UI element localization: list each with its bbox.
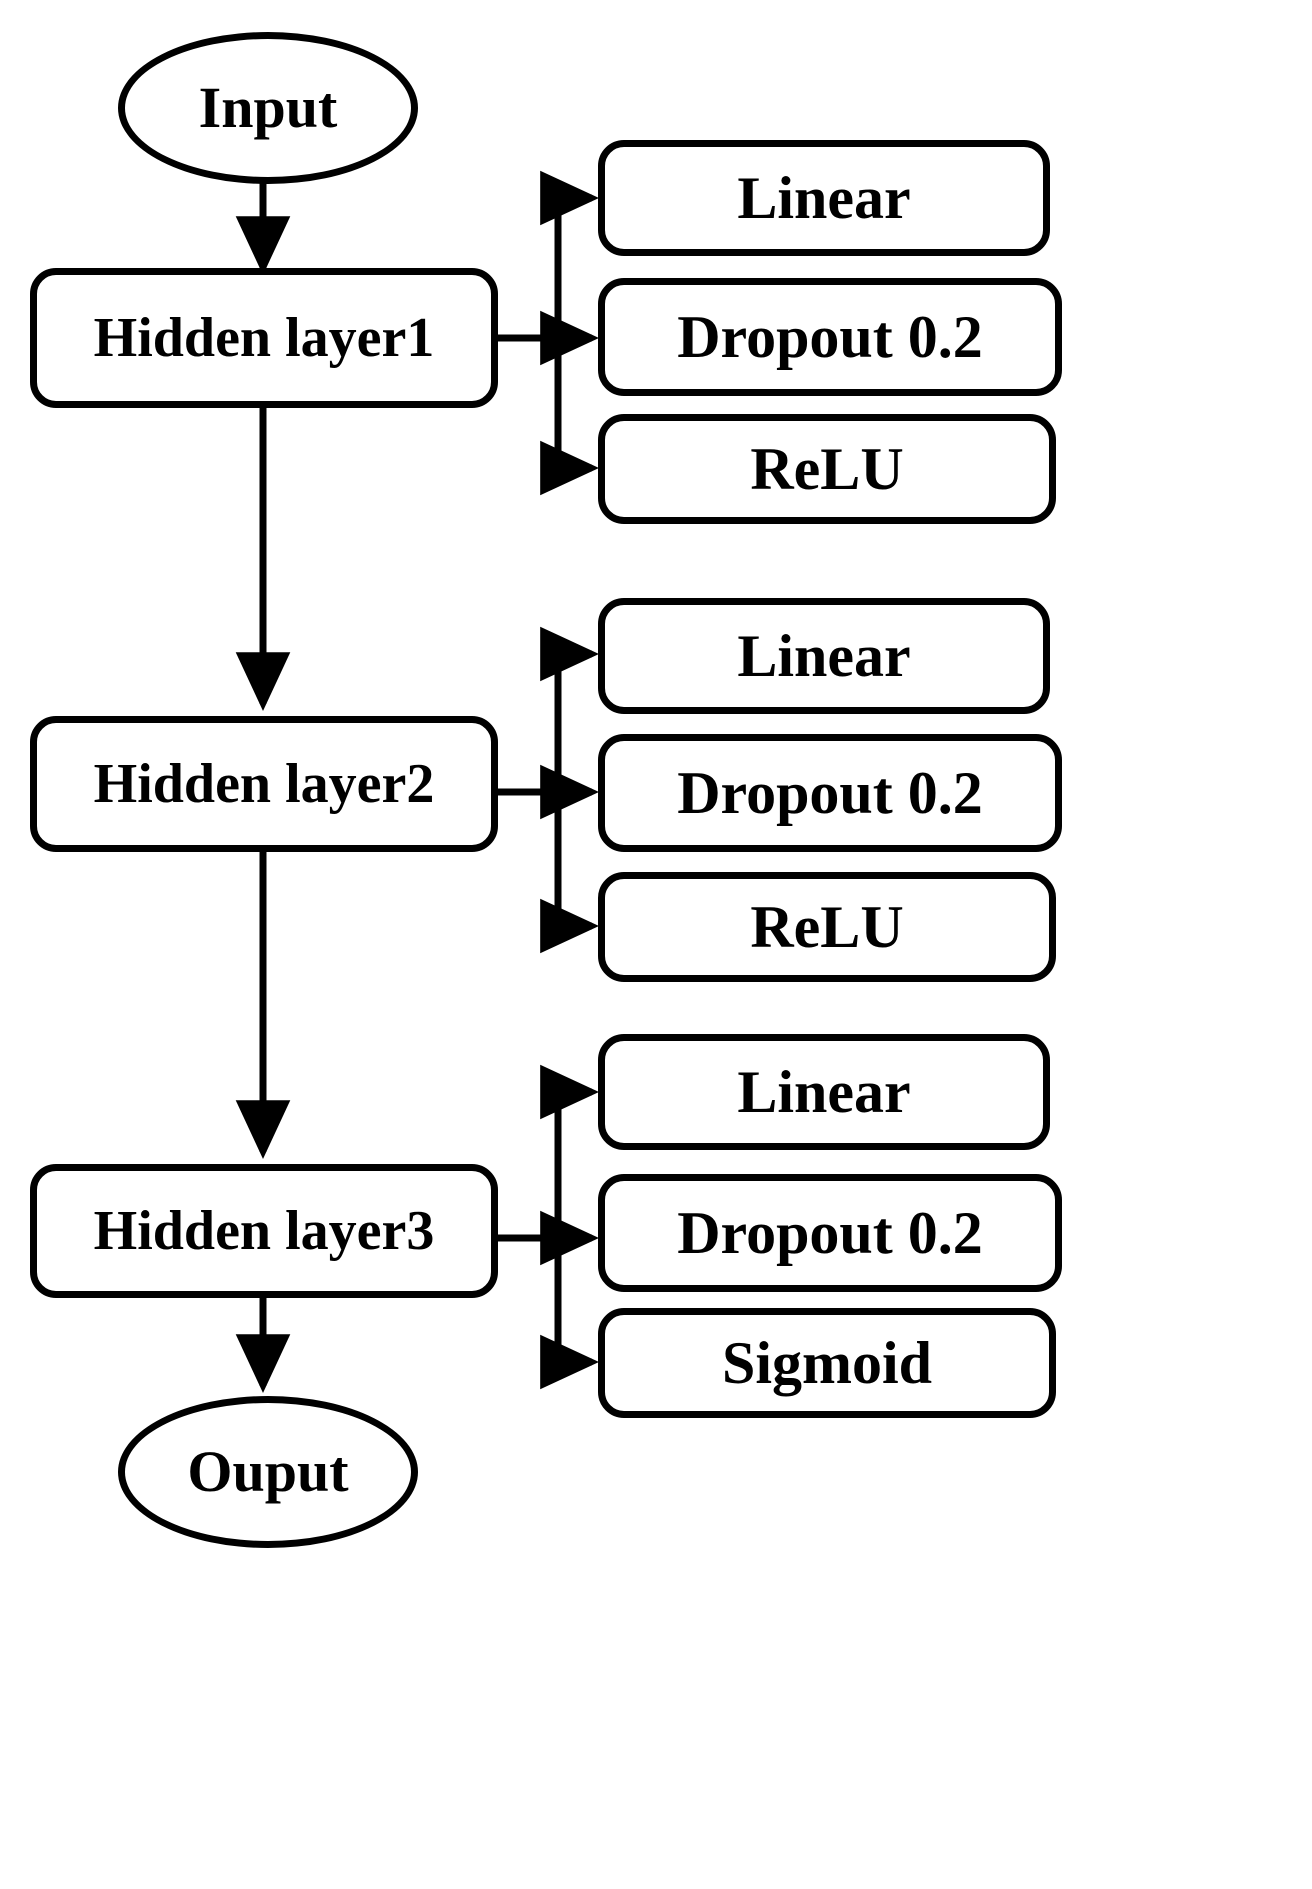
node-hidden-layer-3[interactable]: Hidden layer3 xyxy=(30,1164,498,1298)
node-input[interactable]: Input xyxy=(118,32,418,184)
block-label: ReLU xyxy=(750,893,904,960)
block-label: Dropout 0.2 xyxy=(677,303,983,370)
block-label: Linear xyxy=(737,622,911,689)
node-output[interactable]: Ouput xyxy=(118,1396,418,1548)
block-hidden2-linear[interactable]: Linear xyxy=(598,598,1050,714)
node-hidden-layer-3-label: Hidden layer3 xyxy=(93,1199,435,1262)
block-label: Linear xyxy=(737,164,911,231)
block-hidden2-dropout[interactable]: Dropout 0.2 xyxy=(598,734,1062,852)
block-hidden1-linear[interactable]: Linear xyxy=(598,140,1050,256)
block-hidden3-linear[interactable]: Linear xyxy=(598,1034,1050,1150)
node-hidden-layer-2[interactable]: Hidden layer2 xyxy=(30,716,498,852)
node-output-label: Ouput xyxy=(187,1438,349,1504)
node-hidden-layer-1[interactable]: Hidden layer1 xyxy=(30,268,498,408)
block-hidden3-sigmoid[interactable]: Sigmoid xyxy=(598,1308,1056,1418)
block-hidden1-dropout[interactable]: Dropout 0.2 xyxy=(598,278,1062,396)
block-hidden2-relu[interactable]: ReLU xyxy=(598,872,1056,982)
block-label: Dropout 0.2 xyxy=(677,1199,983,1266)
block-label: Linear xyxy=(737,1058,911,1125)
block-hidden1-relu[interactable]: ReLU xyxy=(598,414,1056,524)
node-hidden-layer-2-label: Hidden layer2 xyxy=(93,752,435,815)
block-hidden3-dropout[interactable]: Dropout 0.2 xyxy=(598,1174,1062,1292)
node-hidden-layer-1-label: Hidden layer1 xyxy=(93,306,435,369)
block-label: Dropout 0.2 xyxy=(677,759,983,826)
block-label: Sigmoid xyxy=(721,1329,933,1396)
block-label: ReLU xyxy=(750,435,904,502)
node-input-label: Input xyxy=(198,74,338,140)
